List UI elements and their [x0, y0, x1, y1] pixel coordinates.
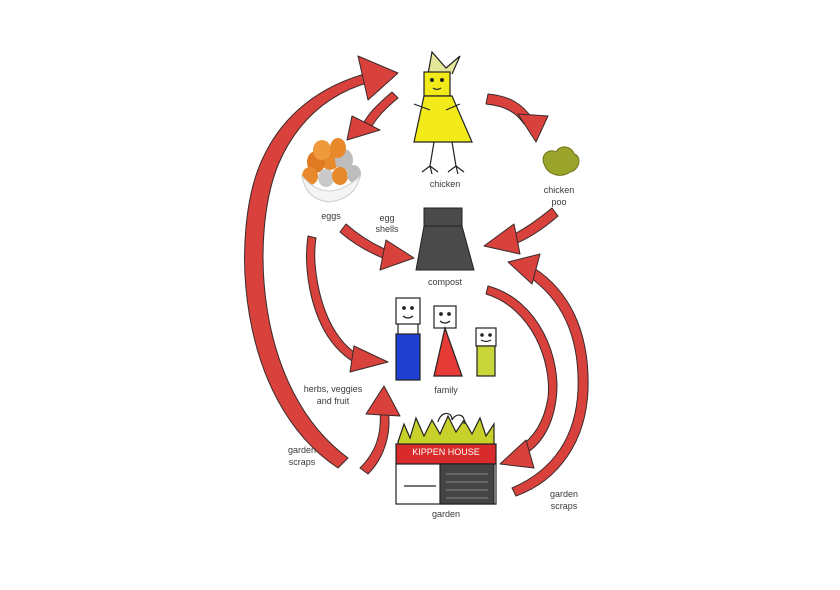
garden-scraps-left-label-line-1: garden — [287, 445, 317, 455]
adult-2 — [433, 305, 463, 377]
herbs-label-line-2: and fruit — [316, 396, 350, 406]
arrow-garden-to-family — [359, 385, 401, 475]
arrow-chicken-to-poo — [485, 93, 549, 143]
chicken-icon — [413, 50, 473, 175]
arrow-poo-to-compost — [483, 207, 559, 255]
arrow-compost-to-garden — [485, 285, 558, 469]
adult-1 — [395, 297, 421, 381]
egg-shells-label-line-1: egg — [379, 213, 395, 223]
herbs-label-line-1: herbs, veggies — [303, 384, 363, 394]
egg-bowl-icon — [301, 138, 361, 203]
arrow-garden-scraps-to-compost — [507, 253, 589, 497]
garden-scraps-left-label-line-2: scraps — [288, 457, 316, 467]
kippen-house-icon — [395, 412, 497, 505]
compost-label: compost — [427, 277, 462, 287]
garden-scraps-right-label-line-2: scraps — [550, 501, 578, 511]
family-label: family — [434, 385, 458, 395]
arrow-garden-scraps-to-chicken — [244, 55, 399, 469]
compost-bin-icon — [415, 207, 475, 271]
chicken-label: chicken — [429, 179, 461, 189]
chicken-poo-label-line-2: poo — [551, 197, 567, 207]
egg-shells-label-line-2: shells — [375, 224, 399, 234]
garden-label: garden — [431, 509, 461, 519]
child — [475, 327, 497, 377]
family-icon — [395, 297, 497, 381]
arrow-chicken-to-eggs — [346, 91, 399, 141]
arrow-eggshells-to-compost — [339, 223, 415, 271]
garden-scraps-right-label-line-1: garden — [549, 489, 579, 499]
arrows — [244, 55, 589, 497]
chicken-poo-label-line-1: chicken — [543, 185, 575, 195]
eggs-label: eggs — [321, 211, 341, 221]
arrow-eggs-to-family — [306, 235, 389, 373]
kippen-house-sign: KIPPEN HOUSE — [412, 447, 480, 457]
chicken-poo-icon — [542, 146, 580, 176]
